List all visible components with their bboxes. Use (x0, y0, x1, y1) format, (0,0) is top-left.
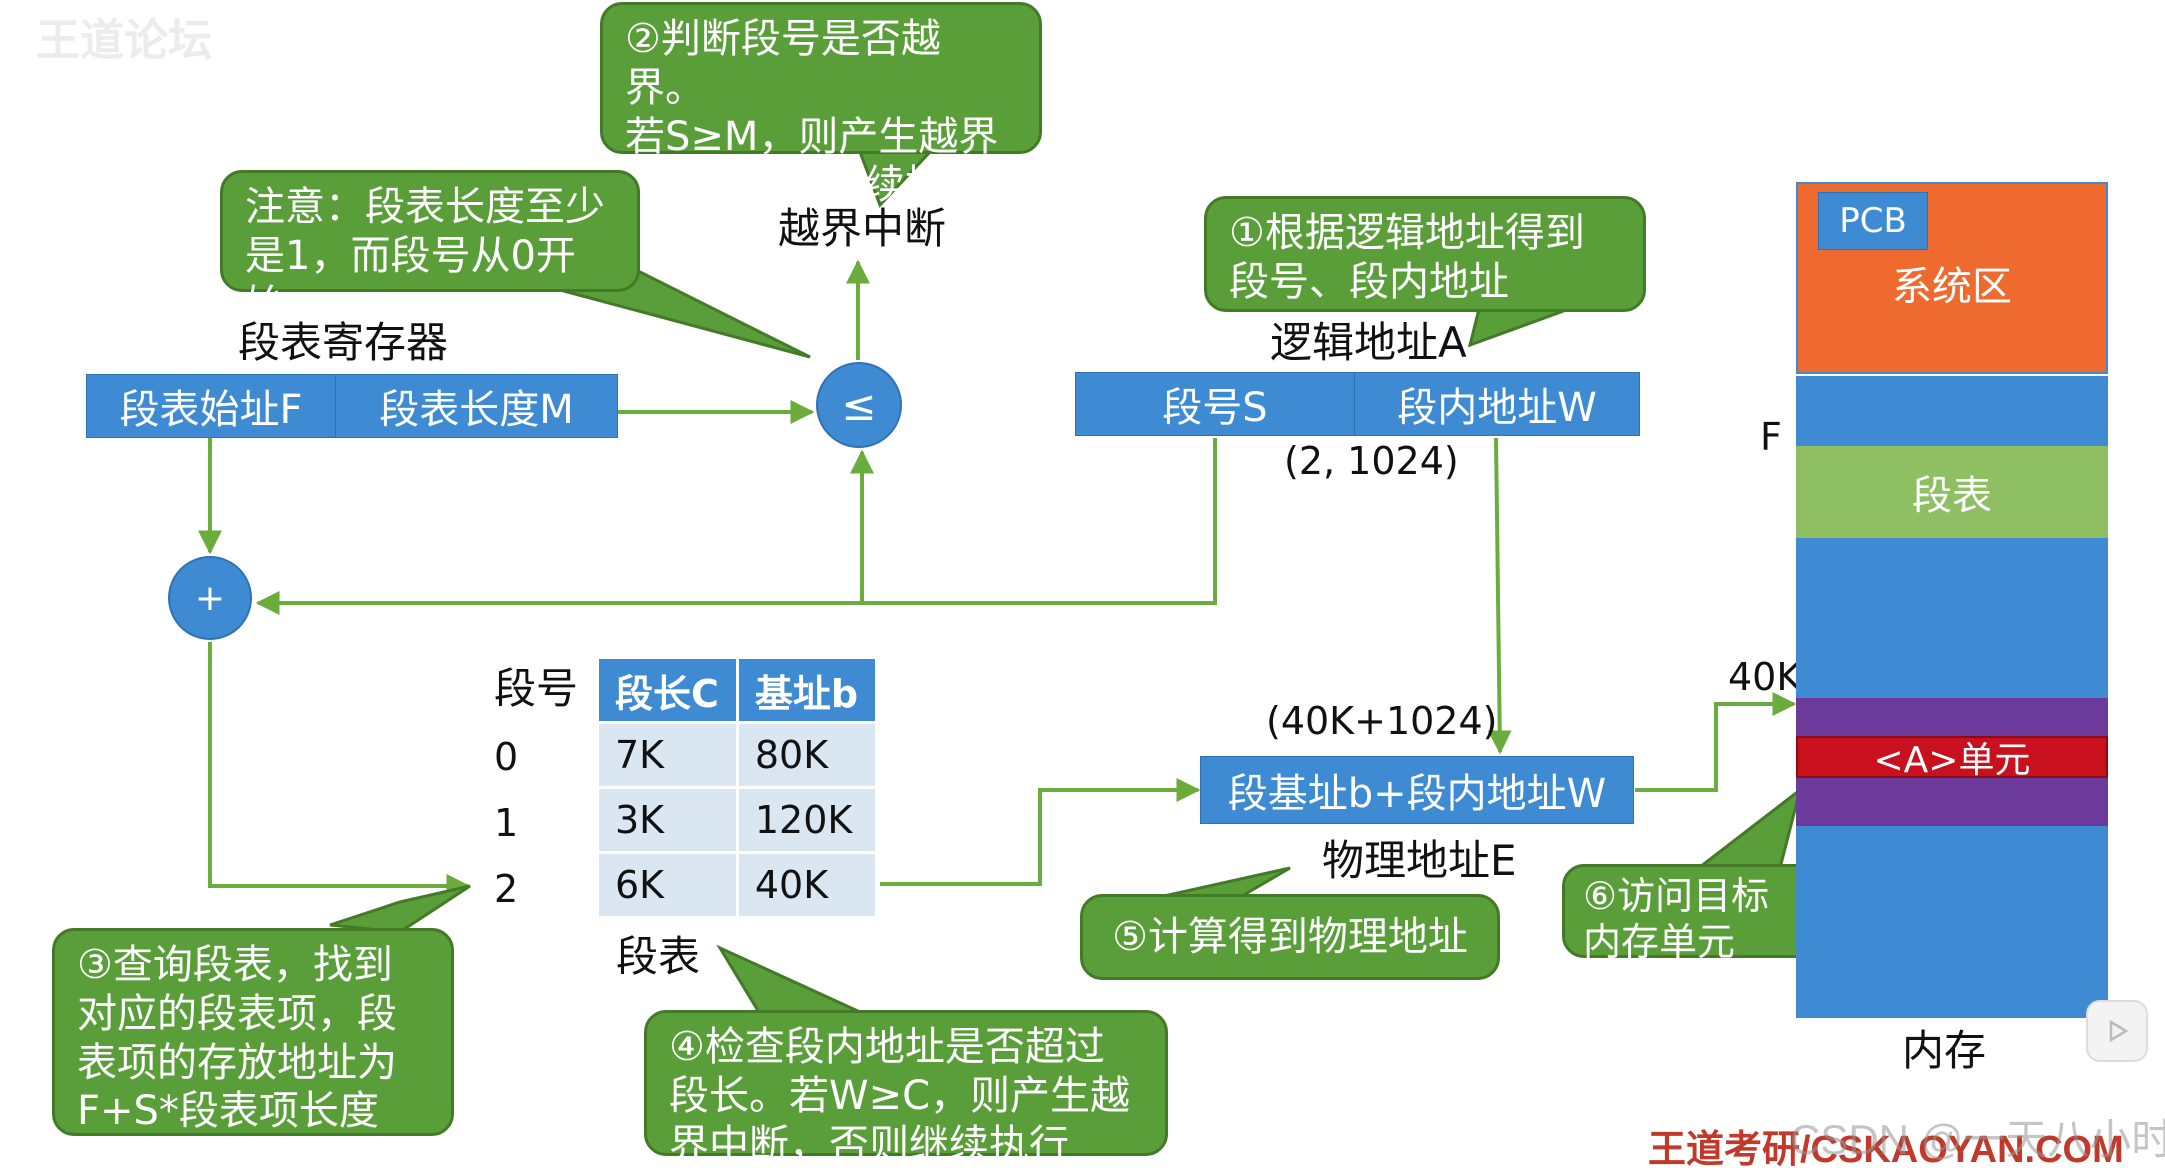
cell-base: 80K (735, 721, 879, 789)
physical-address-label: 物理地址E (1322, 836, 1517, 885)
logical-address-label: 逻辑地址A (1270, 318, 1467, 367)
column-header-length: 段长C (596, 656, 739, 724)
callout-split-logical-address: ①根据逻辑地址得到 段号、段内地址 (1204, 196, 1646, 312)
table-row: 3K 120K (596, 786, 879, 854)
memory-system-area-label: 系统区 (1892, 264, 2012, 310)
register-table-length: 段表长度M (335, 374, 618, 438)
segment-number-0: 0 (494, 735, 519, 779)
callout-check-segment-overflow: ②判断段号是否越界。 若S≥M，则产生越界 中断，否则继续执行 (600, 2, 1042, 208)
brand-watermark: 王道考研/CSKAOYAN.COM (1648, 1129, 2124, 1171)
watermark-top: 王道论坛 (36, 16, 212, 65)
cell-length: 6K (596, 851, 739, 919)
physical-address-box: 段基址b+段内地址W (1200, 756, 1634, 824)
segment-table: 段长C 基址b 7K 80K 3K 120K 6K 40K (596, 656, 879, 919)
cell-base: 40K (735, 851, 879, 919)
logical-segment-number: 段号S (1075, 372, 1355, 436)
register-start-address: 段表始址F (86, 374, 336, 438)
csdn-watermark: CSDN @一天八小时 (1790, 1116, 2165, 1163)
callout-compute-physical-address: ⑤计算得到物理地址 (1080, 894, 1500, 980)
segment-table-register-label: 段表寄存器 (238, 318, 449, 367)
physical-address-value: (40K+1024) (1266, 699, 1498, 743)
segment-number-1: 1 (494, 801, 519, 845)
memory-caption: 内存 (1902, 1026, 1987, 1075)
memory-F-marker: F (1760, 415, 1782, 459)
logical-segment-offset: 段内地址W (1354, 372, 1640, 436)
segment-number-header: 段号 (494, 664, 579, 713)
memory-segment-table: 段表 (1796, 446, 2108, 538)
segment-table-caption: 段表 (616, 932, 701, 981)
memory-pcb: PCB (1818, 192, 1928, 250)
adder-circle: + (168, 556, 252, 640)
segment-number-2: 2 (494, 867, 519, 911)
overflow-interrupt-label: 越界中断 (778, 204, 947, 253)
callout-check-offset: ④检查段内地址是否超过 段长。若W≥C，则产生越 界中断，否则继续执行 (644, 1010, 1168, 1168)
compare-circle: ≤ (816, 362, 902, 448)
table-row: 7K 80K (596, 721, 879, 789)
callout-lookup-segment-table: ③查询段表，找到 对应的段表项，段 表项的存放地址为 F+S*段表项长度 (52, 928, 454, 1136)
column-header-base: 基址b (735, 656, 879, 724)
cell-length: 7K (596, 721, 739, 789)
play-icon[interactable] (2086, 1000, 2148, 1062)
memory-40K-marker: 40K (1728, 655, 1802, 699)
logical-address-value: (2, 1024) (1284, 439, 1459, 483)
memory-purple-top (1796, 698, 2108, 736)
memory-block-upper (1796, 376, 2108, 446)
callout-note-segment-table-length: 注意：段表长度至少 是1，而段号从0开始 (220, 170, 640, 328)
memory-block-middle (1796, 538, 2108, 698)
memory-target-unit: <A>单元 (1796, 736, 2108, 781)
memory-purple-bottom (1796, 778, 2108, 826)
table-row: 6K 40K (596, 851, 879, 919)
memory-block-lower (1796, 826, 2108, 1018)
cell-base: 120K (735, 786, 879, 854)
callout-access-memory-unit: ⑥访问目标 内存单元 (1562, 864, 1822, 964)
cell-length: 3K (596, 786, 739, 854)
